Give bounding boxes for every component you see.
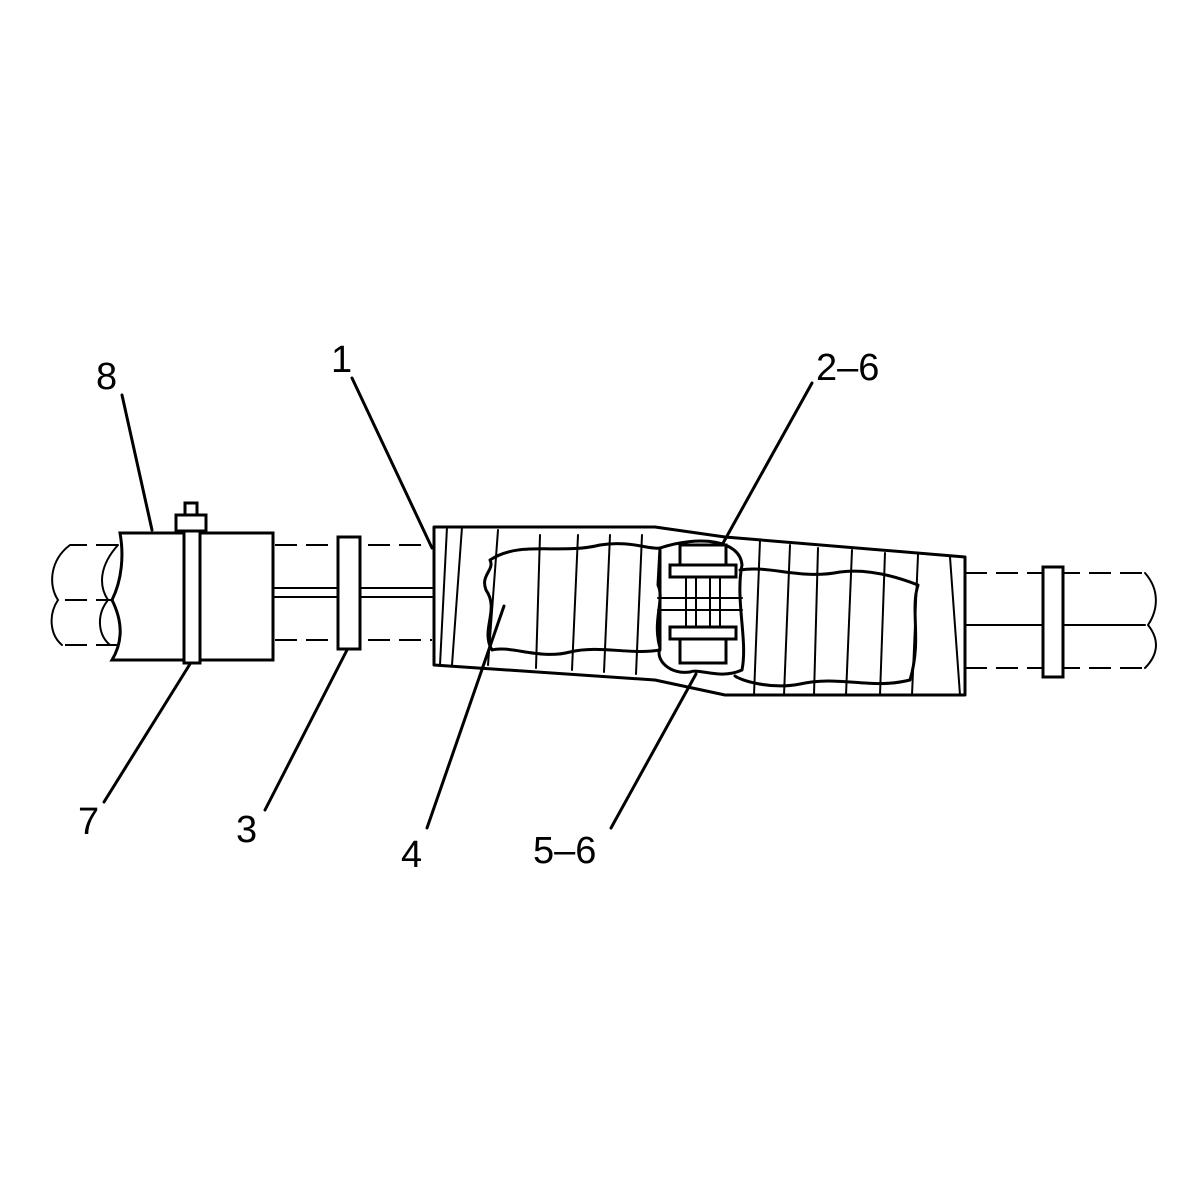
- callout-5-6: 5–6: [533, 830, 596, 872]
- callout-2-6: 2–6: [816, 347, 879, 389]
- leader-8: [120, 393, 154, 532]
- bolted-connector: [655, 539, 746, 676]
- callout-1: 1: [331, 339, 352, 381]
- leader-3: [263, 648, 349, 812]
- leader-4: [425, 604, 506, 830]
- leader-2-6: [720, 381, 814, 547]
- spacer-ring-right: [1041, 565, 1065, 679]
- callout-4: 4: [401, 834, 422, 876]
- leader-7: [102, 662, 192, 804]
- hose-clamp: [174, 501, 208, 665]
- conductor-insulation: [483, 542, 662, 656]
- leader-1: [350, 376, 434, 550]
- callout-8: 8: [96, 356, 117, 398]
- callout-7: 7: [78, 801, 99, 843]
- spacer-ring-left: [336, 535, 362, 651]
- leader-5-6: [609, 672, 698, 830]
- leader-lines: [102, 376, 814, 830]
- splice-body: [432, 525, 967, 697]
- callout-3: 3: [236, 809, 257, 851]
